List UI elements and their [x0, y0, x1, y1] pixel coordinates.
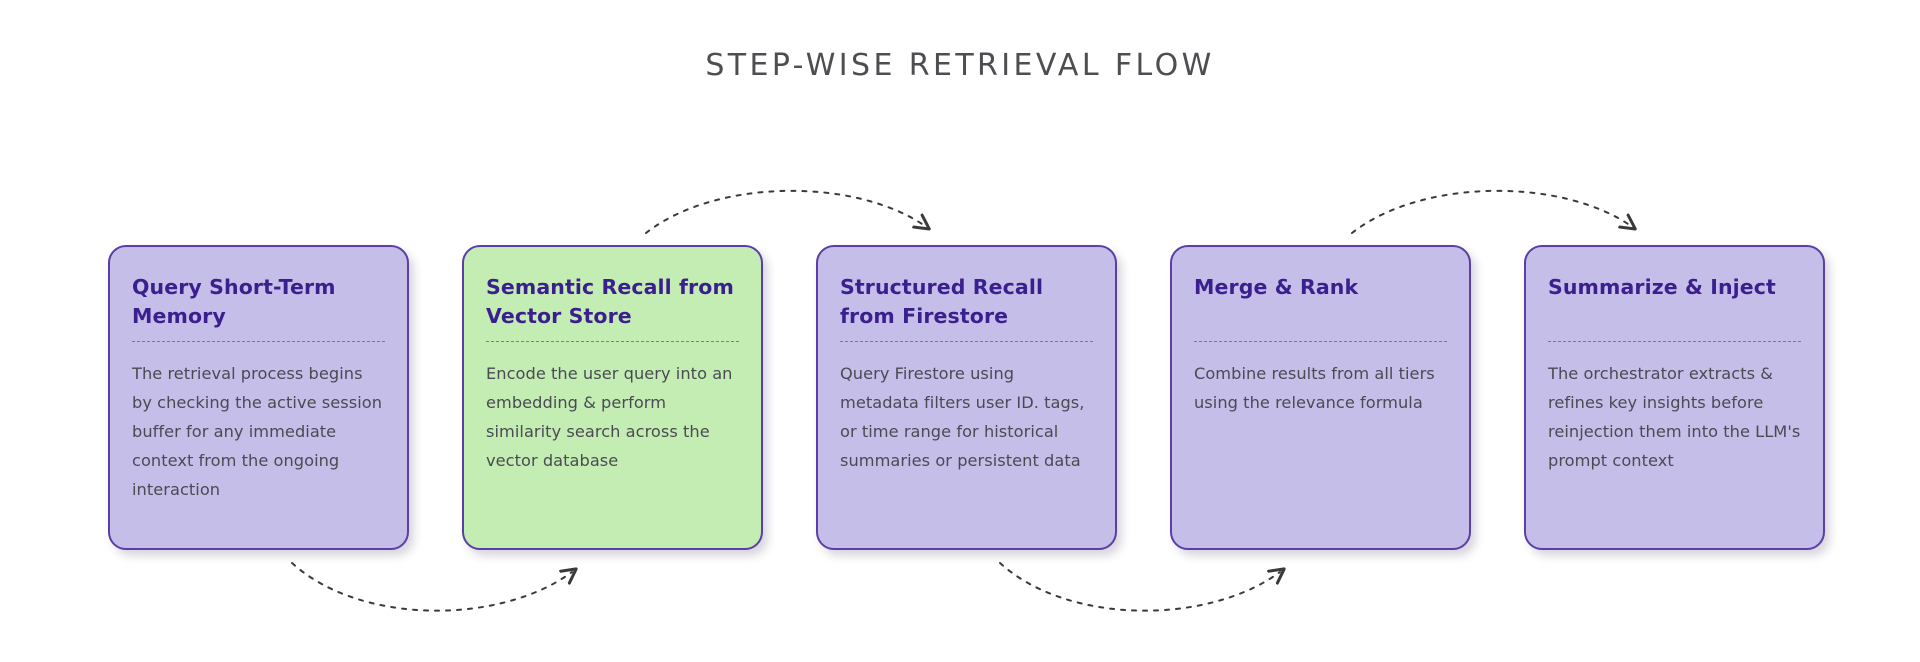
step-card-5-divider	[1548, 341, 1801, 342]
step-card-4-divider	[1194, 341, 1447, 342]
step-card-1-divider	[132, 341, 385, 342]
page-title: STEP-WISE RETRIEVAL FLOW	[705, 48, 1215, 83]
connector-3-to-4	[999, 562, 1280, 612]
step-card-1-body: The retrieval process begins by checking…	[132, 364, 383, 499]
step-card-3[interactable]: Structured Recall from Firestore Query F…	[816, 245, 1117, 550]
step-card-2[interactable]: Semantic Recall from Vector Store Encode…	[462, 245, 763, 550]
step-card-4-title: Merge & Rank	[1194, 275, 1359, 299]
connector-1-to-2	[291, 562, 572, 612]
step-card-3-divider	[840, 341, 1093, 342]
step-card-3-title: Structured Recall from Firestore	[840, 275, 1044, 328]
connector-2-to-3	[645, 189, 925, 234]
step-card-2-title: Semantic Recall from Vector Store	[486, 275, 734, 328]
step-card-3-body: Query Firestore using metadata filters u…	[840, 364, 1085, 470]
step-card-5[interactable]: Summarize & Inject The orchestrator extr…	[1524, 245, 1825, 550]
step-card-4-body: Combine results from all tiers using the…	[1194, 364, 1435, 412]
step-card-4[interactable]: Merge & Rank Combine results from all ti…	[1170, 245, 1471, 550]
step-card-1[interactable]: Query Short-Term Memory The retrieval pr…	[108, 245, 409, 550]
step-card-5-body: The orchestrator extracts & refines key …	[1548, 364, 1801, 470]
step-card-2-body: Encode the user query into an embedding …	[486, 364, 733, 470]
step-card-5-title: Summarize & Inject	[1548, 275, 1776, 299]
step-card-1-title: Query Short-Term Memory	[132, 275, 336, 328]
step-card-2-divider	[486, 341, 739, 342]
connector-4-to-5	[1351, 189, 1631, 234]
